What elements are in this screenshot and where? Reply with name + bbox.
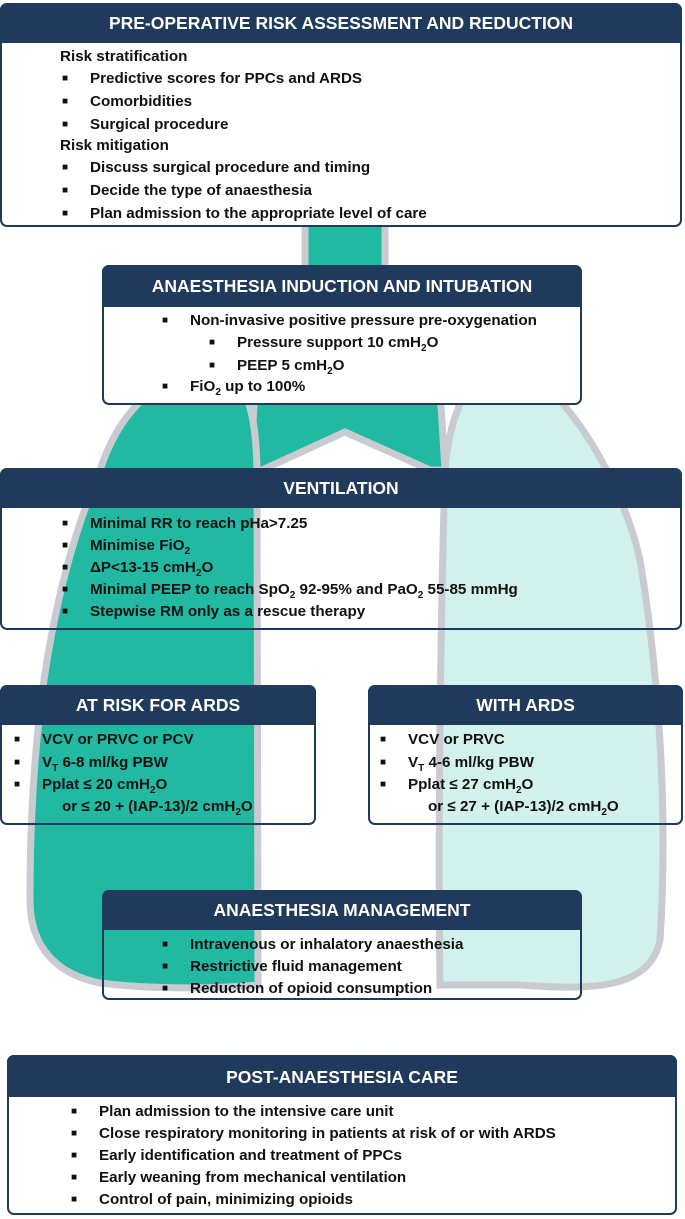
preop-bullet-1: ■ xyxy=(62,73,69,84)
with-ards-box: WITH ARDS ■ VCV or PRVC ■ VT 4-6 ml/kg P… xyxy=(368,685,683,825)
induction-title: ANAESTHESIA INDUCTION AND INTUBATION xyxy=(151,276,533,296)
induction-item-1b: PEEP 5 cmH2O xyxy=(237,357,345,378)
preop-item-1: Predictive scores for PPCs and ARDS xyxy=(90,70,363,87)
preop-bullet-5: ■ xyxy=(62,185,69,196)
vent-bullet-5: ■ xyxy=(62,606,69,617)
preop-item-3: Surgical procedure xyxy=(90,116,229,133)
post-bullet-2: ■ xyxy=(71,1128,78,1139)
at-risk-bullet-1: ■ xyxy=(14,734,21,745)
preop-bullet-2: ■ xyxy=(62,96,69,107)
post-box: POST-ANAESTHESIA CARE ■ Plan admission t… xyxy=(7,1055,677,1215)
with-ards-item-1: VCV or PRVC xyxy=(408,731,505,748)
preop-title: PRE-OPERATIVE RISK ASSESSMENT AND REDUCT… xyxy=(108,13,574,33)
post-header: POST-ANAESTHESIA CARE xyxy=(7,1055,677,1097)
ventilation-box: VENTILATION ■ Minimal RR to reach pHa>7.… xyxy=(0,468,682,630)
with-ards-bullet-2: ■ xyxy=(380,757,387,768)
at-risk-title: AT RISK FOR ARDS xyxy=(75,695,241,715)
post-bullet-1: ■ xyxy=(71,1106,78,1117)
at-risk-item-3: Pplat ≤ 20 cmH2O xyxy=(42,776,168,797)
with-ards-header: WITH ARDS xyxy=(368,685,683,725)
with-ards-bullet-1: ■ xyxy=(380,734,387,745)
mgmt-item-1: Intravenous or inhalatory anaesthesia xyxy=(190,936,464,953)
post-bullet-4: ■ xyxy=(71,1172,78,1183)
vent-item-4: Minimal PEEP to reach SpO2 92-95% and Pa… xyxy=(90,581,518,602)
mgmt-item-3: Reduction of opioid consumption xyxy=(190,980,433,997)
post-title: POST-ANAESTHESIA CARE xyxy=(226,1067,458,1087)
vent-item-3: ΔP<13-15 cmH2O xyxy=(90,559,214,580)
induction-item-2: FiO2 up to 100% xyxy=(190,378,306,399)
post-bullet-3: ■ xyxy=(71,1150,78,1161)
post-item-2: Close respiratory monitoring in patients… xyxy=(99,1125,556,1142)
vent-bullet-1: ■ xyxy=(62,518,69,529)
induction-bullet-1a: ■ xyxy=(209,337,216,348)
with-ards-bullet-3: ■ xyxy=(380,779,387,790)
preop-item-4: Discuss surgical procedure and timing xyxy=(90,159,371,176)
preop-sub-stratification: Risk stratification xyxy=(60,48,188,65)
at-risk-bullet-3: ■ xyxy=(14,779,21,790)
induction-item-1: Non-invasive positive pressure pre-oxyge… xyxy=(190,312,537,329)
with-ards-title: WITH ARDS xyxy=(476,695,575,715)
with-ards-item-4: or ≤ 27 + (IAP-13)/2 cmH2O xyxy=(428,798,619,819)
post-bullet-5: ■ xyxy=(71,1194,78,1205)
with-ards-item-3: Pplat ≤ 27 cmH2O xyxy=(408,776,534,797)
at-risk-item-2: VT 6-8 ml/kg PBW xyxy=(42,754,168,775)
preop-header: PRE-OPERATIVE RISK ASSESSMENT AND REDUCT… xyxy=(0,3,682,43)
vent-item-1: Minimal RR to reach pHa>7.25 xyxy=(90,515,308,532)
mgmt-item-2: Restrictive fluid management xyxy=(190,958,402,975)
ventilation-header: VENTILATION xyxy=(0,468,682,508)
post-item-5: Control of pain, minimizing opioids xyxy=(99,1191,353,1208)
induction-bullet-2: ■ xyxy=(162,381,169,392)
at-risk-header: AT RISK FOR ARDS xyxy=(0,685,316,725)
preop-bullet-4: ■ xyxy=(62,162,69,173)
mgmt-bullet-2: ■ xyxy=(162,961,169,972)
preop-item-6: Plan admission to the appropriate level … xyxy=(90,205,427,222)
at-risk-item-4: or ≤ 20 + (IAP-13)/2 cmH2O xyxy=(62,798,253,819)
induction-item-1a: Pressure support 10 cmH2O xyxy=(237,334,439,355)
vent-bullet-2: ■ xyxy=(62,540,69,551)
with-ards-item-2: VT 4-6 ml/kg PBW xyxy=(408,754,534,775)
vent-bullet-4: ■ xyxy=(62,584,69,595)
at-risk-item-1: VCV or PRVC or PCV xyxy=(42,731,194,748)
preop-bullet-6: ■ xyxy=(62,208,69,219)
vent-item-2: Minimise FiO2 xyxy=(90,537,191,558)
vent-item-5: Stepwise RM only as a rescue therapy xyxy=(90,603,366,620)
induction-box: ANAESTHESIA INDUCTION AND INTUBATION ■ N… xyxy=(102,265,582,405)
induction-bullet-1: ■ xyxy=(162,315,169,326)
post-item-1: Plan admission to the intensive care uni… xyxy=(99,1103,394,1120)
post-item-4: Early weaning from mechanical ventilatio… xyxy=(99,1169,407,1186)
at-risk-box: AT RISK FOR ARDS ■ VCV or PRVC or PCV ■ … xyxy=(0,685,316,825)
preop-item-2: Comorbidities xyxy=(90,93,193,110)
preop-sub-mitigation: Risk mitigation xyxy=(60,137,169,154)
management-header: ANAESTHESIA MANAGEMENT xyxy=(102,890,582,930)
vent-bullet-3: ■ xyxy=(62,562,69,573)
mgmt-bullet-3: ■ xyxy=(162,983,169,994)
mgmt-bullet-1: ■ xyxy=(162,939,169,950)
preop-bullet-3: ■ xyxy=(62,119,69,130)
management-title: ANAESTHESIA MANAGEMENT xyxy=(213,900,471,920)
post-item-3: Early identification and treatment of PP… xyxy=(99,1147,402,1164)
preop-item-5: Decide the type of anaesthesia xyxy=(90,182,312,199)
at-risk-bullet-2: ■ xyxy=(14,757,21,768)
induction-bullet-1b: ■ xyxy=(209,360,216,371)
preop-box: PRE-OPERATIVE RISK ASSESSMENT AND REDUCT… xyxy=(0,3,682,227)
induction-header: ANAESTHESIA INDUCTION AND INTUBATION xyxy=(102,265,582,307)
ventilation-title: VENTILATION xyxy=(283,478,399,498)
management-box: ANAESTHESIA MANAGEMENT ■ Intravenous or … xyxy=(102,890,582,1000)
